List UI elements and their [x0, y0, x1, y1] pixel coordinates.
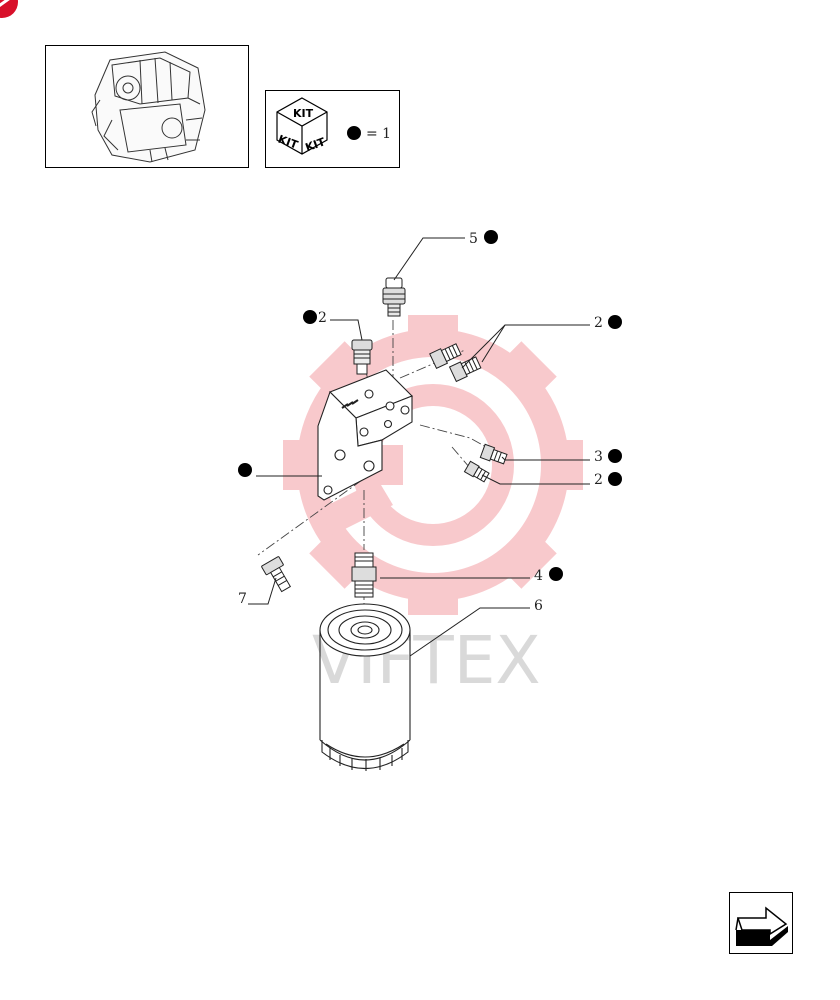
callout-7: 7 — [238, 591, 247, 607]
kit-box-icon: KIT KIT KIT — [276, 97, 328, 155]
callout-4: 4 — [534, 568, 543, 584]
kit-dot-2-upper — [303, 310, 317, 324]
part-5-sensor — [382, 277, 406, 317]
part-3-fitting — [479, 443, 508, 465]
kit-dot-2-angled — [608, 315, 622, 329]
kit-marker-dot — [347, 126, 361, 140]
callout-2-upper: 2 — [318, 310, 327, 326]
kit-dot-5 — [484, 230, 498, 244]
part-2-angled-fitting-b — [448, 356, 482, 383]
part-6-filter — [319, 603, 411, 771]
callout-5: 5 — [469, 231, 478, 247]
leader-lines — [248, 237, 590, 657]
part-2-angled-fitting-a — [429, 343, 462, 369]
kit-dot-4 — [549, 567, 563, 581]
kit-label-top: KIT — [293, 107, 314, 120]
kit-dot-2-lower — [608, 472, 622, 486]
engine-icon — [91, 51, 206, 163]
callout-2-lower: 2 — [594, 472, 603, 488]
part-7-bolt — [261, 556, 292, 593]
callout-3: 3 — [594, 449, 603, 465]
part-2-lower-fitting — [463, 460, 490, 483]
callout-6: 6 — [534, 598, 543, 614]
part-4-nipple — [351, 552, 377, 598]
kit-dot-bracket — [238, 463, 252, 477]
kit-dot-3 — [608, 449, 622, 463]
mounting-bracket — [317, 369, 413, 501]
callout-2-angled: 2 — [594, 315, 603, 331]
next-page-arrow-icon[interactable] — [729, 892, 793, 954]
red-badge-icon — [0, 0, 18, 18]
kit-equals-text: = 1 — [366, 126, 391, 142]
